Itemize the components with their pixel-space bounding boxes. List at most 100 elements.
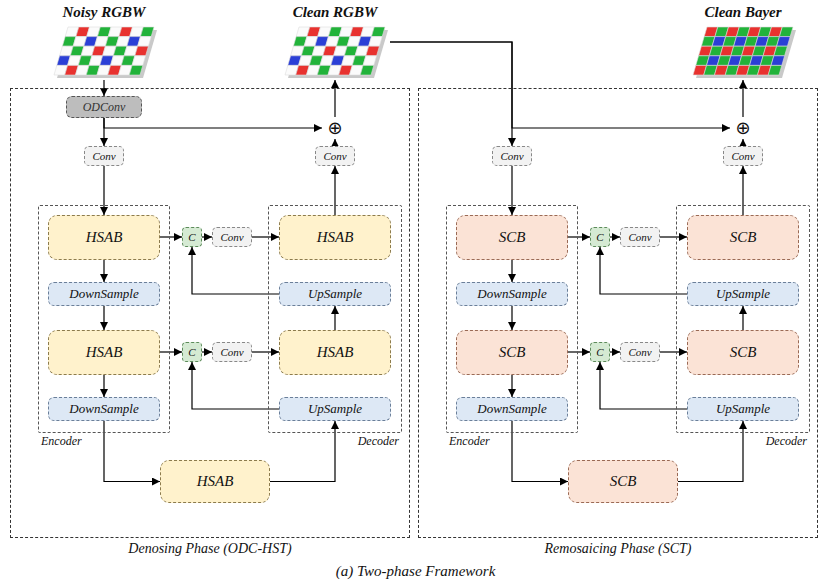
data-flow-arrow bbox=[104, 421, 160, 482]
mosaic-shadow bbox=[288, 30, 388, 78]
mosaic-cell bbox=[371, 27, 385, 37]
data-flow-arrow bbox=[660, 236, 687, 237]
concat-node: C bbox=[590, 342, 610, 362]
mosaic-grids bbox=[54, 27, 796, 78]
conv-block: Conv bbox=[492, 146, 532, 166]
data-flow-arrow bbox=[202, 351, 212, 352]
data-flow-arrow bbox=[742, 166, 743, 215]
image-node: Clean RGBW bbox=[280, 4, 390, 80]
scb-block: SCB bbox=[687, 215, 799, 260]
block-label: C bbox=[596, 231, 603, 243]
data-flow-arrow bbox=[742, 306, 743, 330]
hsab-block: HSAB bbox=[279, 330, 391, 375]
conv-block: Conv bbox=[315, 146, 355, 166]
heading-text: Denosing Phase (ODC-HST) bbox=[11, 541, 409, 557]
mosaic-cell bbox=[132, 56, 146, 66]
data-flow-arrow bbox=[390, 42, 512, 146]
image-node: Clean Bayer bbox=[688, 4, 798, 80]
block-label: HSAB bbox=[317, 229, 354, 246]
block-label: ⊕ bbox=[327, 117, 342, 139]
data-flow-arrow bbox=[511, 166, 512, 215]
mosaic-cell bbox=[771, 56, 785, 66]
sample-block: DownSample bbox=[456, 397, 568, 421]
hsab-block: HSAB bbox=[48, 330, 160, 375]
data-flow-arrow bbox=[103, 375, 104, 397]
data-flow-arrow bbox=[610, 351, 620, 352]
group-box: HSABDownSampleHSABDownSampleEncoder bbox=[38, 205, 170, 433]
conv-block: Conv bbox=[723, 146, 763, 166]
conv-block: Conv bbox=[212, 227, 252, 247]
concat-node: C bbox=[590, 227, 610, 247]
mosaic-cell bbox=[360, 65, 374, 75]
concat-node: C bbox=[182, 342, 202, 362]
heading-text: Encoder bbox=[449, 434, 490, 449]
data-flow-arrow bbox=[568, 236, 590, 237]
block-label: Conv bbox=[220, 346, 243, 358]
mosaic-cell bbox=[138, 37, 152, 47]
conv-block: Conv bbox=[212, 342, 252, 362]
connector-group bbox=[104, 42, 743, 482]
data-flow-arrow bbox=[192, 247, 279, 294]
block-label: Conv bbox=[92, 150, 115, 162]
sample-block: UpSample bbox=[279, 282, 391, 306]
data-flow-arrow bbox=[252, 236, 279, 237]
block-label: Conv bbox=[731, 150, 754, 162]
data-flow-arrow bbox=[678, 421, 743, 482]
data-flow-arrow bbox=[660, 351, 687, 352]
data-flow-arrow bbox=[600, 247, 687, 294]
sum-node: ⊕ bbox=[322, 117, 348, 139]
block-label: SCB bbox=[610, 473, 637, 490]
block-label: ODConv bbox=[83, 100, 126, 115]
block-label: DownSample bbox=[69, 286, 138, 302]
data-flow-arrow bbox=[160, 351, 182, 352]
block-label: Conv bbox=[628, 346, 651, 358]
block-label: Conv bbox=[323, 150, 346, 162]
block-label: ⊕ bbox=[735, 117, 750, 139]
figure-caption: (a) Two-phase Framework bbox=[0, 563, 831, 580]
mosaic-image bbox=[285, 27, 388, 78]
odconv-block: ODConv bbox=[66, 96, 142, 118]
sample-block: UpSample bbox=[687, 282, 799, 306]
data-flow-arrow bbox=[511, 306, 512, 330]
data-flow-arrow bbox=[512, 421, 568, 482]
mosaic-cell bbox=[774, 46, 788, 56]
scb-block: SCB bbox=[456, 330, 568, 375]
data-flow-arrow bbox=[334, 80, 335, 117]
heading-text: Decoder bbox=[766, 434, 807, 449]
scb-block: SCB bbox=[456, 215, 568, 260]
heading-text: Encoder bbox=[41, 434, 82, 449]
data-flow-arrow bbox=[334, 306, 335, 330]
data-flow-arrow bbox=[390, 42, 730, 128]
heading-text: Clean Bayer bbox=[688, 4, 798, 21]
heading-text: Noisy RGBW bbox=[49, 4, 159, 21]
concat-node: C bbox=[182, 227, 202, 247]
heading-text: Decoder bbox=[358, 434, 399, 449]
data-flow-arrow bbox=[742, 139, 743, 146]
data-flow-arrow bbox=[103, 306, 104, 330]
sample-block: UpSample bbox=[687, 397, 799, 421]
hsab-block: HSAB bbox=[279, 215, 391, 260]
block-label: DownSample bbox=[477, 286, 546, 302]
scb-block: SCB bbox=[687, 330, 799, 375]
mosaic-shadow bbox=[57, 30, 157, 78]
data-flow-arrow bbox=[252, 351, 279, 352]
data-flow-arrow bbox=[334, 139, 335, 146]
mosaic-cell bbox=[369, 37, 383, 47]
data-flow-arrow bbox=[103, 166, 104, 215]
data-flow-arrow bbox=[103, 260, 104, 282]
sample-block: UpSample bbox=[279, 397, 391, 421]
data-flow-arrow bbox=[600, 362, 687, 409]
phase-panel: ODConv⊕ConvConvHSABDownSampleHSABDownSam… bbox=[10, 88, 410, 538]
block-label: SCB bbox=[730, 344, 757, 361]
block-label: UpSample bbox=[308, 401, 362, 417]
sample-block: DownSample bbox=[456, 282, 568, 306]
group-box: SCBUpSampleSCBUpSampleDecoder bbox=[676, 205, 810, 433]
data-flow-arrow bbox=[160, 236, 182, 237]
mosaic-cell bbox=[777, 37, 791, 47]
block-label: UpSample bbox=[716, 286, 770, 302]
mosaic-cell bbox=[366, 46, 380, 56]
block-label: DownSample bbox=[477, 401, 546, 417]
data-flow-arrow bbox=[270, 421, 335, 482]
heading-text: Clean RGBW bbox=[280, 4, 390, 21]
block-label: Conv bbox=[220, 231, 243, 243]
